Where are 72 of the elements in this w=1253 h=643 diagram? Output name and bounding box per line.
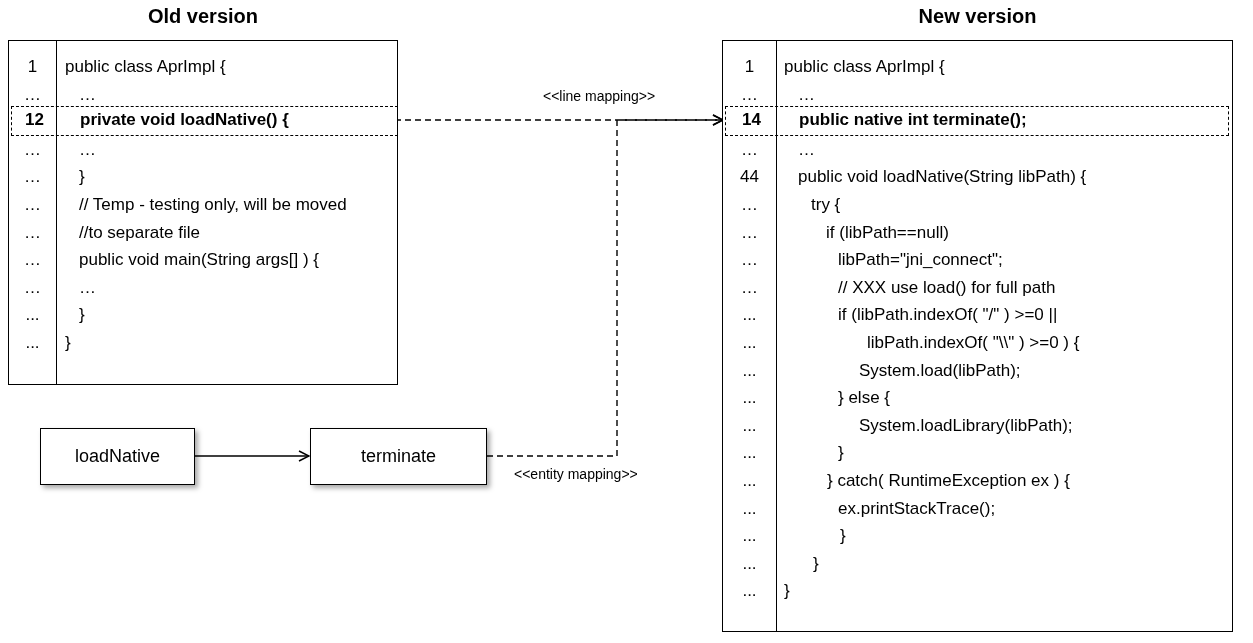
code-line: } [840,526,846,547]
edge-label: <<entity mapping>> [512,466,640,482]
code-line: private void loadNative() { [80,110,289,130]
line-number: ... [741,553,758,574]
code-line: } [838,443,844,464]
code-line: } [65,333,71,353]
line-number: … [740,250,759,271]
code-line: public void main(String args[] ) { [79,250,319,271]
line-number: … [740,84,759,105]
line-number: … [23,222,42,243]
line-number: ... [741,333,758,353]
line-number: … [23,167,42,188]
code-line: libPath="jni_connect"; [838,250,1003,271]
code-line: ex.printStackTrace(); [838,498,996,519]
line-number: ... [741,526,758,547]
code-line: if (libPath.indexOf( "/" ) >=0 || [838,305,1058,326]
line-number: ... [741,360,758,381]
line-number: … [740,139,759,160]
line-number: 14 [741,110,762,130]
line-number: … [740,277,759,298]
entity-box [40,428,195,485]
code-line: public class AprImpl { [784,57,945,77]
code-line: } catch( RuntimeException ex ) { [827,471,1070,491]
code-line: System.load(libPath); [859,360,1021,381]
code-line: // Temp - testing only, will be moved [79,195,347,215]
code-line: … [79,277,96,298]
code-line: … [798,139,815,160]
line-number: ... [741,581,758,602]
code-line: } [79,167,85,188]
panel-heading: Old version [147,5,259,28]
panel-heading: New version [917,5,1038,28]
code-line: … [79,139,96,160]
code-line: … [79,84,96,105]
line-number: 1 [743,57,756,77]
line-number: 1 [26,57,39,77]
code-line: libPath.indexOf( "\\" ) >=0 ) { [867,333,1080,353]
line-number: ... [741,498,758,519]
line-number: … [23,250,42,271]
code-line: public void loadNative(String libPath) { [798,167,1087,188]
line-number: … [23,277,42,298]
code-line: public native int terminate(); [799,110,1027,130]
code-line: try { [811,195,841,215]
code-line: // XXX use load() for full path [838,277,1056,298]
line-number: … [23,84,42,105]
line-number: 12 [24,110,45,130]
line-number: ... [741,305,758,326]
arrow [486,114,724,457]
code-line: public class AprImpl { [65,57,226,77]
code-line: … [798,84,815,105]
line-number: … [23,139,42,160]
line-number: ... [741,388,758,409]
code-line: System.loadLibrary(libPath); [859,415,1073,436]
code-line: } else { [838,388,890,409]
entity-box [310,428,487,485]
line-number: 44 [739,167,760,188]
line-number: … [23,195,42,215]
line-number: … [740,222,759,243]
code-line: if (libPath==null) [826,222,949,243]
line-number: ... [24,333,41,353]
line-number: ... [24,305,41,326]
code-line: } [784,581,790,602]
line-number: ... [741,471,758,491]
line-number: ... [741,443,758,464]
code-line: //to separate file [79,222,200,243]
arrow [194,450,310,462]
line-number: ... [741,415,758,436]
entity-name: loadNative [74,446,161,467]
code-line: } [79,305,85,326]
line-number: … [740,195,759,215]
edge-label: <<line mapping>> [541,88,658,104]
code-line: } [813,553,819,574]
entity-name: terminate [360,446,436,467]
